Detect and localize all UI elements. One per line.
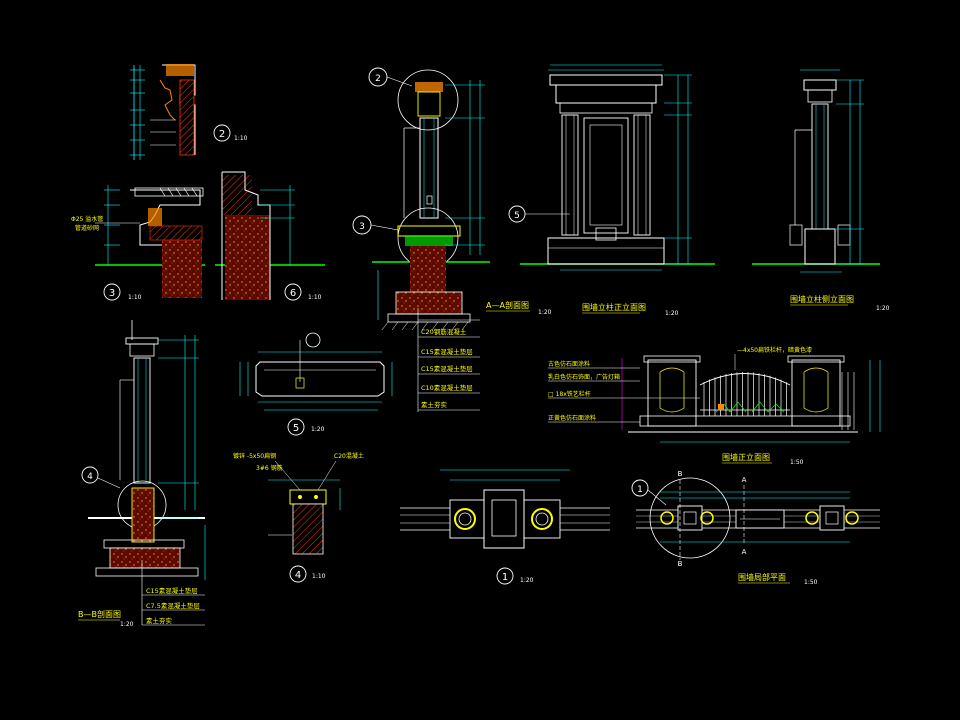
section-aa: 2 3 [352, 67, 552, 412]
detail-4-note-flatbar: 镀锌 -5x50扁钢 [233, 452, 276, 460]
fence-plan-mark-b-top: B [678, 470, 683, 478]
section-bb-layer-3: 素土夯实 [146, 616, 173, 625]
front-elevation-scale: 1:20 [665, 310, 679, 317]
detail-6-callout [284, 283, 302, 301]
side-elevation: 围墙立柱侧立面图 1:20 [752, 69, 890, 312]
detail-3-callout [103, 283, 121, 301]
detail-5-scale: 1:20 [311, 426, 325, 433]
detail-6-number: 6 [290, 288, 296, 299]
fence-elevation-title: 围墙正立面图 [722, 452, 770, 462]
detail-1-plan: 1 1:20 [400, 469, 610, 585]
section-bb-layer-2: C7.5素混凝土垫层 [146, 601, 200, 610]
fence-plan-callout [631, 479, 649, 497]
fence-note-3: □ 18x铁艺栏杆 [548, 390, 591, 398]
fence-plan-scale: 1:50 [804, 579, 818, 586]
fence-note-4: 正黄色仿石面涂料 [548, 414, 596, 422]
detail-4-note-concrete: C20混凝土 [334, 452, 364, 460]
front-elevation-callout-number: 5 [514, 211, 520, 221]
section-bb-callout-number: 4 [87, 472, 93, 482]
fence-note-2: 乳白色仿石饰面，广告灯箱 [548, 373, 620, 381]
fence-elevation-scale: 1:50 [790, 459, 804, 466]
fence-elevation: 古色仿石面涂料 乳白色仿石饰面，广告灯箱 □ 18x铁艺栏杆 正黄色仿石面涂料 … [548, 346, 881, 466]
detail-4-number: 4 [295, 570, 301, 581]
front-elevation-title: 围墙立柱正立面图 [582, 302, 646, 312]
section-bb-scale: 1:20 [120, 621, 134, 628]
section-bb: 4 C15素混凝土垫层 C7.5素混凝土垫层 素土夯实 B—B剖面图 1:20 [78, 320, 206, 628]
section-aa-layer-3: C15素混凝土垫层 [421, 364, 473, 373]
detail-4-section: 镀锌 -5x50扁钢 3#6 钢筋 C20混凝土 4 1:10 [233, 452, 364, 583]
detail-2-scale: 1:10 [234, 135, 248, 142]
section-bb-layer-1: C15素混凝土垫层 [146, 586, 198, 595]
section-aa-layer-1: C20钢筋混凝土 [421, 327, 467, 336]
detail-3-note-overflow: Φ25 溢水管 [71, 215, 103, 223]
detail-6-section: 6 1:10 [215, 171, 325, 301]
section-aa-scale: 1:20 [538, 309, 552, 316]
front-elevation: 5 围墙立柱正立面图 1:20 [508, 64, 715, 317]
section-aa-layer-4: C10素混凝土垫层 [421, 383, 473, 392]
detail-3-note-mesh: 管道砂网 [75, 224, 99, 232]
detail-1-scale: 1:20 [520, 577, 534, 584]
detail-4-callout [289, 565, 307, 583]
section-aa-layer-2: C15素混凝土垫层 [421, 347, 473, 356]
detail-6-scale: 1:10 [308, 294, 322, 301]
detail-3-scale: 1:10 [128, 294, 142, 301]
detail-5-section: 5 1:20 [239, 332, 393, 436]
side-elevation-scale: 1:20 [876, 305, 890, 312]
detail-3-section: Φ25 溢水管 管道砂网 3 1:10 [71, 185, 205, 301]
section-bb-title: B—B剖面图 [78, 609, 121, 619]
fence-plan: A A B B 1 围墙局部平面 1:50 [631, 470, 880, 586]
fence-plan-mark-b-bottom: B [678, 560, 683, 568]
fence-plan-callout-number: 1 [637, 485, 643, 495]
detail-2-section: 2 1:10 [130, 64, 248, 160]
detail-4-note-rebar: 3#6 钢筋 [256, 464, 283, 472]
detail-5-number: 5 [293, 423, 299, 434]
fence-plan-mark-a-bottom: A [742, 548, 747, 556]
detail-2-number: 2 [219, 129, 225, 140]
detail-5-callout [287, 418, 305, 436]
fence-plan-title: 围墙局部平面 [738, 572, 786, 582]
detail-4-scale: 1:10 [312, 573, 326, 580]
fence-plan-mark-a-top: A [742, 476, 747, 484]
detail-2-callout [213, 124, 231, 142]
side-elevation-title: 围墙立柱侧立面图 [790, 294, 854, 304]
fence-note-1: 古色仿石面涂料 [548, 360, 590, 368]
detail-1-number: 1 [502, 572, 508, 583]
detail-1-callout [496, 567, 514, 585]
section-bb-callout [81, 466, 99, 484]
section-aa-title: A—A剖面图 [486, 300, 529, 310]
detail-3-number: 3 [109, 288, 115, 299]
section-aa-layer-5: 素土夯实 [421, 400, 448, 409]
section-aa-callout-top-number: 2 [375, 74, 381, 84]
section-aa-callout-mid-number: 3 [359, 222, 365, 232]
fence-top-note: —4x50扁铁栏杆，暗黄色漆 [737, 346, 812, 354]
